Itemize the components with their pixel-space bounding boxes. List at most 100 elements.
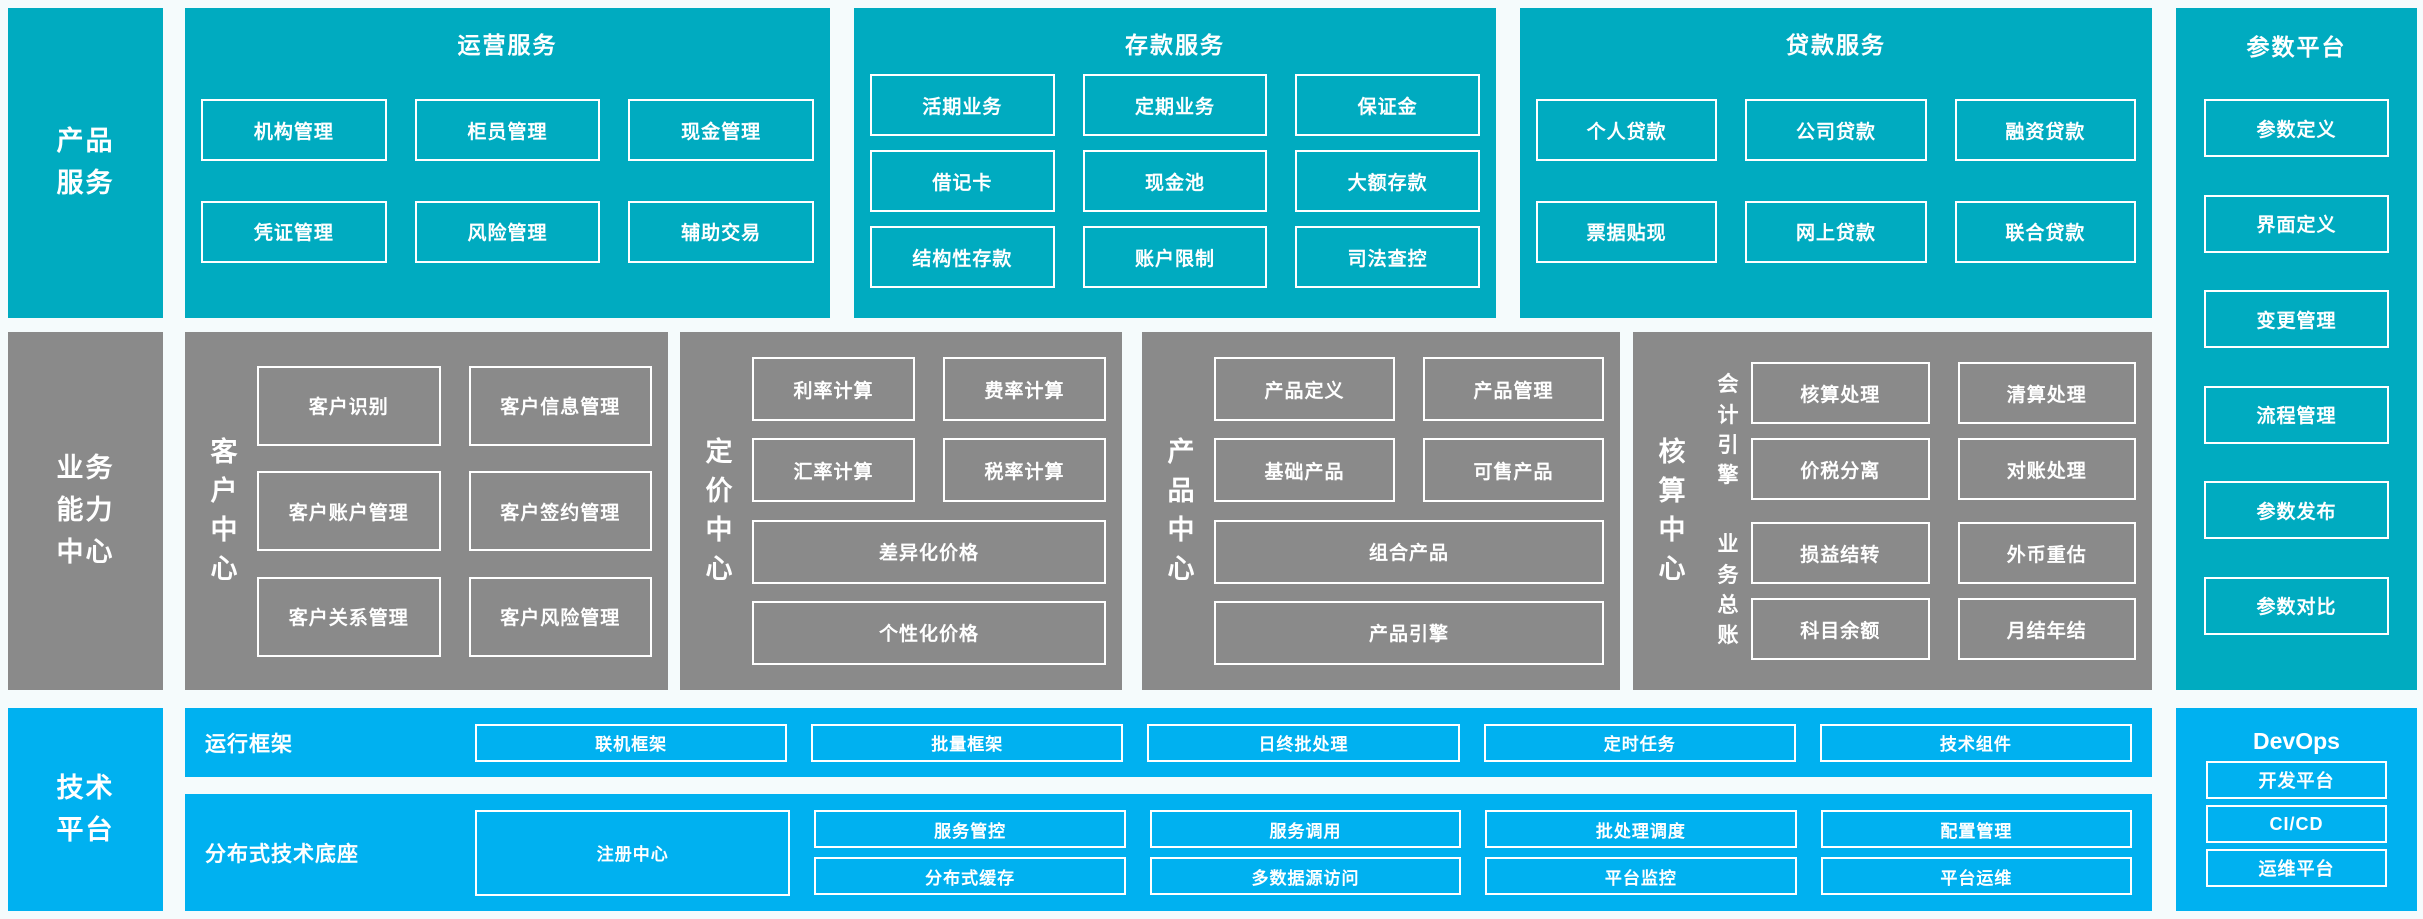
- node-box: 可售产品: [1423, 438, 1604, 503]
- node-box: 风险管理: [414, 200, 601, 263]
- node-box: 票据贴现: [1536, 200, 1718, 263]
- node-box: 凭证管理: [201, 200, 387, 263]
- node-box: 税率计算: [943, 438, 1106, 503]
- band-runtime-framework: 运行框架 联机框架 批量框架 日终批处理 定时任务 技术组件: [185, 708, 2152, 777]
- node-box: 月结年结: [1957, 598, 2136, 660]
- node-box: 定期业务: [1082, 74, 1268, 136]
- section-title: DevOps: [2253, 728, 2340, 754]
- section-title: 参数平台: [2246, 34, 2347, 60]
- node-box: 产品引擎: [1214, 600, 1604, 665]
- node-box: 技术组件: [1819, 723, 2133, 762]
- sidebar-product-services: 产品 服务: [8, 8, 163, 318]
- node-row: 个人贷款 公司贷款 融资贷款: [1536, 99, 2136, 162]
- center-label: 客户中心: [191, 340, 257, 682]
- node-row: 借记卡 现金池 大额存款: [870, 150, 1481, 212]
- node-row: 科目余额 月结年结: [1751, 598, 2136, 660]
- node-column: 批处理调度 平台监控: [1485, 810, 1797, 895]
- node-box: CI/CD: [2206, 805, 2387, 843]
- node-box: 参数定义: [2204, 99, 2389, 158]
- node-box: 汇率计算: [752, 438, 915, 503]
- node-row: 基础产品 可售产品: [1214, 438, 1604, 503]
- node-box: 产品定义: [1214, 357, 1395, 422]
- node-box: 清算处理: [1957, 362, 2136, 424]
- section-devops: DevOps 开发平台 CI/CD 运维平台: [2176, 708, 2417, 911]
- section-loan-services: 贷款服务 个人贷款 公司贷款 融资贷款 票据贴现 网上贷款 联合贷款: [1520, 8, 2152, 318]
- node-box: 变更管理: [2204, 290, 2389, 349]
- node-box: 平台监控: [1485, 857, 1797, 895]
- node-box: 产品管理: [1423, 357, 1604, 422]
- node-box: 基础产品: [1214, 438, 1395, 503]
- node-row: 凭证管理 风险管理 辅助交易: [201, 200, 815, 263]
- node-box: 多数据源访问: [1149, 857, 1462, 895]
- node-column: 服务管控 分布式缓存: [814, 810, 1126, 895]
- node-box: 联机框架: [475, 723, 788, 762]
- node-box: 大额存款: [1295, 150, 1481, 212]
- node-row: 产品定义 产品管理: [1214, 357, 1604, 422]
- node-box: 分布式缓存: [814, 857, 1126, 895]
- node-row: 活期业务 定期业务 保证金: [870, 74, 1481, 136]
- node-box: 参数发布: [2204, 481, 2389, 540]
- node-box: 日终批处理: [1147, 723, 1460, 762]
- section-parameter-platform: 参数平台 参数定义 界面定义 变更管理 流程管理 参数发布 参数对比: [2176, 8, 2417, 690]
- node-row: 票据贴现 网上贷款 联合贷款: [1536, 200, 2136, 263]
- section-title: 存款服务: [1125, 32, 1225, 58]
- node-box: 界面定义: [2204, 194, 2389, 253]
- node-row: 核算处理 清算处理: [1751, 362, 2136, 424]
- node-box: 服务调用: [1149, 810, 1462, 848]
- node-row: 产品引擎: [1214, 600, 1604, 665]
- node-box: 客户关系管理: [257, 576, 441, 657]
- center-label-text: 产品中心: [1167, 436, 1195, 585]
- section-rows: 开发平台 CI/CD 运维平台: [2176, 755, 2417, 893]
- section-rows: 个人贷款 公司贷款 融资贷款 票据贴现 网上贷款 联合贷款: [1536, 60, 2136, 302]
- band-label: 分布式技术底座: [205, 842, 359, 866]
- node-row: 机构管理 柜员管理 现金管理: [201, 99, 815, 162]
- section-title: 贷款服务: [1786, 32, 1886, 58]
- node-box: 融资贷款: [1954, 99, 2136, 162]
- node-box: 账户限制: [1082, 226, 1268, 288]
- group-label-text: 会计引擎: [1717, 373, 1739, 488]
- node-box: 参数对比: [2204, 576, 2389, 635]
- node-box: 个人贷款: [1536, 99, 1718, 162]
- node-box: 外币重估: [1957, 522, 2136, 584]
- node-box: 公司贷款: [1745, 99, 1927, 162]
- node-box: 利率计算: [752, 357, 915, 422]
- node-box: 服务管控: [814, 810, 1126, 848]
- group-label: 会计引擎: [1705, 362, 1751, 500]
- node-box: 个性化价格: [752, 600, 1106, 665]
- node-box: 机构管理: [201, 99, 387, 162]
- center-label: 产品中心: [1148, 340, 1214, 682]
- node-box: 借记卡: [870, 150, 1055, 212]
- node-box: 客户识别: [257, 365, 441, 446]
- node-row: 利率计算 费率计算: [752, 357, 1106, 422]
- section-pricing-center: 定价中心 利率计算 费率计算 汇率计算 税率计算 差异化价格 个性化价格: [680, 332, 1122, 690]
- sidebar-technology-platform: 技术 平台: [8, 708, 163, 911]
- node-box: 客户签约管理: [468, 471, 652, 551]
- section-accounting-center: 核算中心 会计引擎 核算处理 清算处理 价税分离 对账处理 业务总账: [1633, 332, 2152, 690]
- node-box: 损益结转: [1751, 522, 1930, 584]
- node-box: 现金管理: [628, 99, 815, 162]
- node-row: 结构性存款 账户限制 司法查控: [870, 226, 1481, 288]
- node-box: 司法查控: [1295, 226, 1481, 288]
- group-accounting-engine: 会计引擎 核算处理 清算处理 价税分离 对账处理: [1705, 362, 2136, 500]
- node-row: 差异化价格: [752, 519, 1106, 584]
- node-box: 价税分离: [1751, 438, 1930, 500]
- node-box: 结构性存款: [870, 226, 1055, 288]
- center-label: 定价中心: [686, 340, 752, 682]
- node-row: 客户关系管理 客户风险管理: [257, 576, 652, 657]
- node-box: 客户风险管理: [468, 576, 652, 657]
- node-box: 流程管理: [2204, 385, 2389, 444]
- section-customer-center: 客户中心 客户识别 客户信息管理 客户账户管理 客户签约管理 客户关系管理 客户…: [185, 332, 668, 690]
- center-label-text: 定价中心: [705, 436, 733, 585]
- sidebar-business-capability-center: 业务 能力 中心: [8, 332, 163, 690]
- node-row: 组合产品: [1214, 519, 1604, 584]
- section-rows: 机构管理 柜员管理 现金管理 凭证管理 风险管理 辅助交易: [201, 60, 815, 302]
- node-box: 保证金: [1295, 74, 1481, 136]
- center-label-text: 核算中心: [1658, 436, 1686, 585]
- section-rows: 参数定义 界面定义 变更管理 流程管理 参数发布 参数对比: [2176, 62, 2417, 672]
- center-label: 核算中心: [1639, 340, 1705, 682]
- group-label: 业务总账: [1705, 522, 1751, 660]
- node-column: 配置管理 平台运维: [1820, 810, 2133, 895]
- node-box: 批处理调度: [1485, 810, 1797, 848]
- node-row: 损益结转 外币重估: [1751, 522, 2136, 584]
